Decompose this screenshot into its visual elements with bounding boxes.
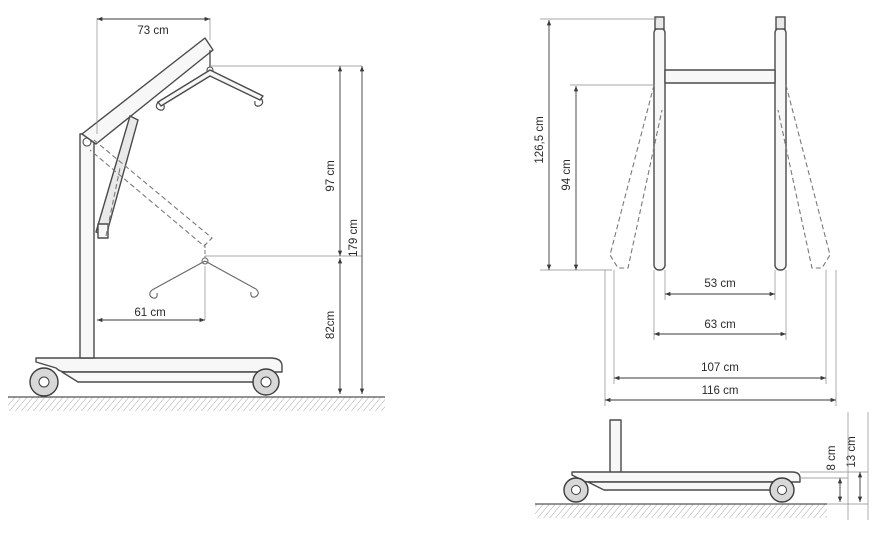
dim-inner-width-open: 107 cm (613, 270, 827, 384)
front-legs-open (609, 84, 831, 269)
base-ground (535, 503, 827, 518)
label-inner-width-closed: 53 cm (704, 278, 735, 290)
label-boom-reach: 73 cm (137, 25, 168, 37)
label-outer-width-open: 116 cm (702, 385, 739, 397)
front-masts (653, 16, 787, 271)
label-mast-height: 126,5 cm (534, 116, 546, 163)
dim-outer-width-closed: 63 cm (653, 270, 787, 340)
dim-outer-width-open: 116 cm (604, 270, 837, 406)
side-mast (79, 133, 95, 359)
label-low-reach: 61 cm (134, 307, 165, 319)
base-wheel-front (769, 477, 795, 503)
dim-boom-reach: 73 cm (96, 16, 211, 134)
label-leg-clearance: 8 cm (826, 446, 838, 471)
side-base (35, 357, 283, 383)
side-wheel-front (252, 368, 280, 396)
label-leg-height: 94 cm (561, 159, 573, 190)
dim-leg-height: 94 cm (561, 84, 654, 270)
dim-leg-clearance: 8 cm (800, 446, 848, 502)
label-inner-width-open: 107 cm (701, 362, 739, 374)
dim-min-height: 82cm (325, 258, 343, 394)
side-view: 73 cm 61 cm 97 cm 179 cm 82cm (8, 16, 385, 411)
base-view: 8 cm 13 cm (535, 412, 869, 520)
label-max-height: 179 cm (348, 219, 360, 257)
side-boom-raised (81, 37, 264, 239)
dim-max-height: 179 cm (348, 66, 365, 394)
side-wheel-rear (29, 367, 59, 397)
dim-mast-height: 126,5 cm (534, 18, 657, 271)
label-sling-travel: 97 cm (325, 160, 337, 191)
label-min-height: 82cm (325, 311, 337, 339)
side-boom-lowered (89, 139, 259, 299)
dim-sling-travel: 97 cm (205, 65, 362, 257)
dim-overall-clearance: 13 cm (800, 436, 868, 505)
base-frame (571, 419, 801, 491)
front-view: 126,5 cm 94 cm 53 cm 63 cm 107 cm (534, 16, 837, 406)
base-wheel-rear (563, 477, 589, 503)
side-ground (8, 396, 385, 411)
label-overall-clearance: 13 cm (846, 436, 858, 467)
label-outer-width-closed: 63 cm (704, 319, 735, 331)
dim-low-reach: 61 cm (97, 266, 206, 323)
dim-inner-width-closed: 53 cm (664, 270, 776, 300)
